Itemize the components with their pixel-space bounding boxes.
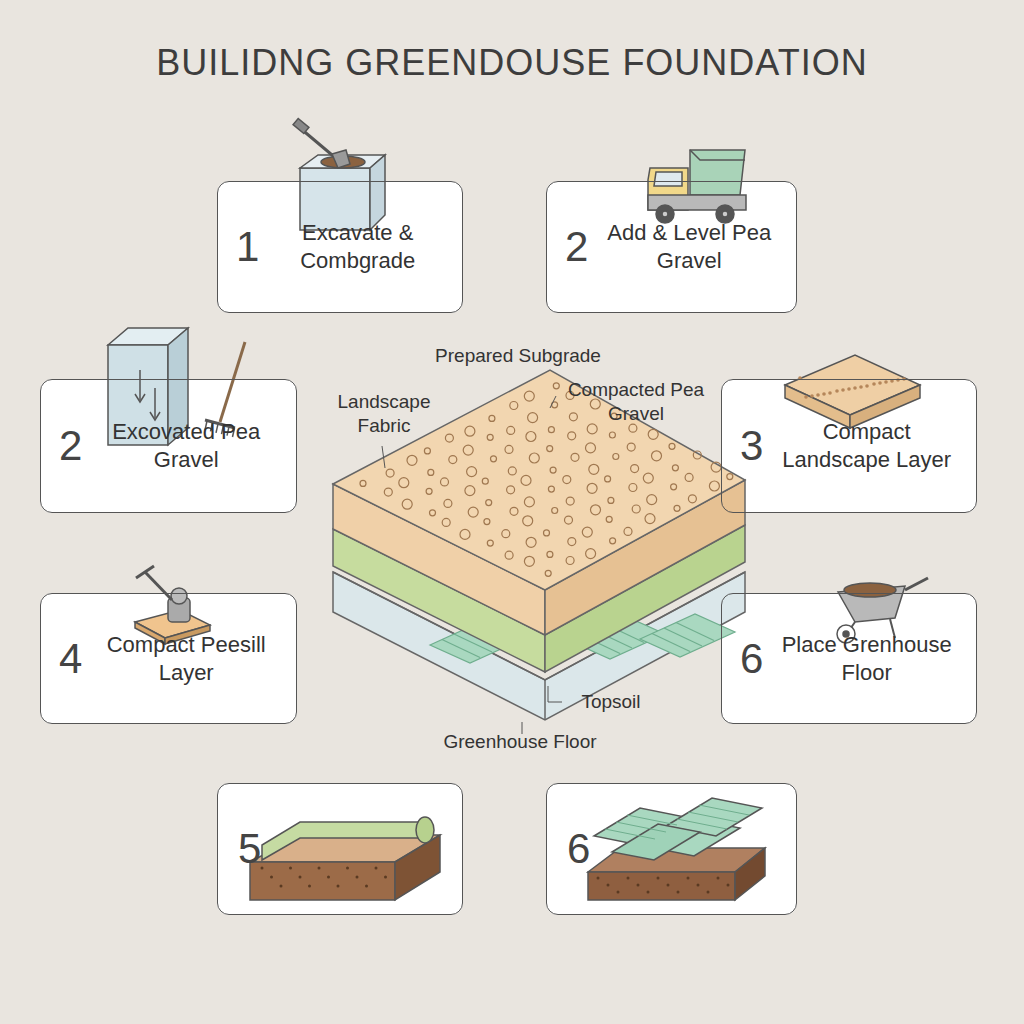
tiles-slab-icon xyxy=(588,798,765,900)
shovel-icon xyxy=(293,118,385,230)
part-label: Landscape Fabric xyxy=(314,390,454,438)
step-number: 6 xyxy=(565,825,590,873)
step-label: Place Grenhouse Floor xyxy=(763,631,962,687)
step-label: Compact Peesill Layer xyxy=(82,631,282,687)
step-number: 2 xyxy=(565,223,588,271)
part-label: Compacted Pea Gravel xyxy=(556,378,716,426)
step-number: 5 xyxy=(236,825,261,873)
step-number: 4 xyxy=(59,635,82,683)
gravel-block-icon xyxy=(785,355,920,428)
step-box: 2Excovated Pea Gravel xyxy=(40,379,297,513)
step-label: Excavate & Combgrade xyxy=(259,219,448,275)
step-number: 1 xyxy=(236,223,259,271)
part-label: Greenhouse Floor xyxy=(400,730,640,754)
step-number: 6 xyxy=(740,635,763,683)
step-box: 2Add & Level Pea Gravel xyxy=(546,181,797,313)
fabric-roll-icon xyxy=(250,817,440,900)
step-box: 6Place Grenhouse Floor xyxy=(721,593,977,724)
step-box: 6 xyxy=(546,783,797,915)
box-grounds xyxy=(40,181,977,915)
step-label: Excovated Pea Gravel xyxy=(82,418,282,474)
step-label: Add & Level Pea Gravel xyxy=(588,219,782,275)
step-number: 3 xyxy=(740,422,763,470)
step-label: Compact Landscape Layer xyxy=(763,418,962,474)
step-box: 1Excavate & Combgrade xyxy=(217,181,463,313)
step-box: 5 xyxy=(217,783,463,915)
diagram-title: BUILIDNG GREENDOUSE FOUNDATION xyxy=(150,40,874,86)
step-box: 3Compact Landscape Layer xyxy=(721,379,977,513)
part-label: Topsoil xyxy=(566,690,656,714)
part-label: Prepared Subgrade xyxy=(408,344,628,368)
step-number: 2 xyxy=(59,422,82,470)
dump-truck-icon xyxy=(648,150,746,223)
step-box: 4Compact Peesill Layer xyxy=(40,593,297,724)
